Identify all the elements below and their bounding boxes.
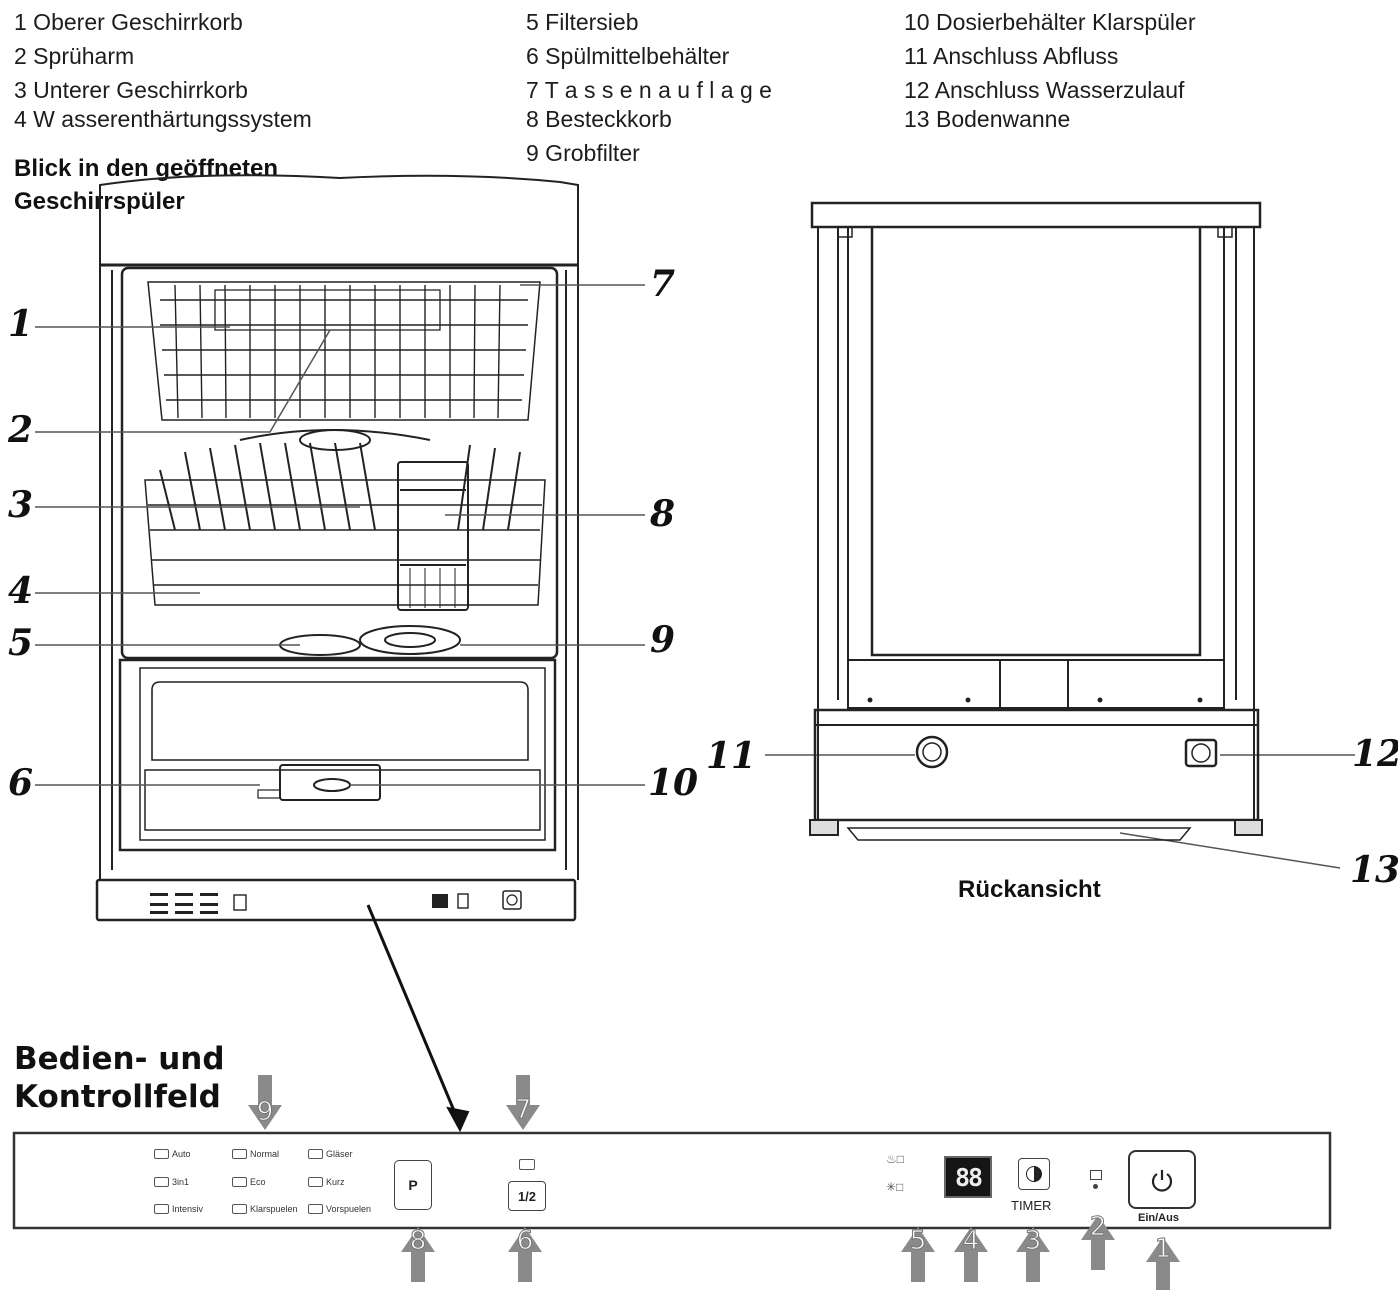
panel-heading-line1: Bedien- und: [14, 1041, 225, 1077]
pointer-arrow-line: [366, 904, 462, 1126]
callout-10: 10: [648, 762, 699, 804]
rear-view-caption: Rückansicht: [958, 876, 1101, 903]
led-3in1: [154, 1177, 169, 1187]
program-normal[interactable]: Normal: [232, 1149, 279, 1159]
power-label: Ein/Aus: [1138, 1212, 1179, 1224]
timer-icon: [1026, 1166, 1042, 1182]
legend-item-3: 3 Unterer Geschirrkorb: [14, 77, 248, 103]
callout-2: 2: [8, 409, 34, 451]
legend-item-4: 4 W asserenthärtungssystem: [14, 106, 312, 132]
half-load-button[interactable]: 1/2: [508, 1181, 546, 1211]
program-normal-label: Normal: [250, 1149, 280, 1159]
callout-4: 4: [8, 570, 34, 612]
legend-item-12: 12 Anschluss Wasserzulauf: [904, 77, 1185, 103]
timer-button[interactable]: [1018, 1158, 1050, 1190]
program-klarspuelen-label: Klarspuelen: [250, 1204, 298, 1214]
legend-item-8: 8 Besteckkorb: [526, 106, 672, 132]
door-indicator-icon: [1090, 1170, 1102, 1180]
panel-arrow-label-6: 6: [516, 1226, 534, 1257]
power-button[interactable]: [1128, 1150, 1196, 1209]
program-auto[interactable]: Auto: [154, 1149, 191, 1159]
panel-heading: Bedien- und Kontrollfeld: [14, 1040, 225, 1116]
panel-arrow-label-7: 7: [514, 1095, 532, 1126]
callout-11: 11: [706, 735, 757, 777]
panel-heading-line2: Kontrollfeld: [14, 1079, 221, 1115]
panel-arrow-label-1: 1: [1154, 1234, 1172, 1265]
led-normal: [232, 1149, 247, 1159]
pointer-arrow-head: [446, 1106, 470, 1133]
panel-arrow-label-3: 3: [1024, 1226, 1042, 1257]
program-glaeser-label: Gläser: [326, 1149, 353, 1159]
legend-item-1: 1 Oberer Geschirrkorb: [14, 9, 243, 35]
control-panel-frame: [12, 1131, 1332, 1230]
program-klarspuelen[interactable]: Klarspuelen: [232, 1204, 298, 1214]
panel-arrow-label-2: 2: [1089, 1212, 1107, 1243]
program-intensiv[interactable]: Intensiv: [154, 1204, 203, 1214]
legend-item-6: 6 Spülmittelbehälter: [526, 43, 730, 69]
door-indicator-dot: [1093, 1184, 1098, 1189]
power-icon: [1151, 1169, 1173, 1192]
legend-item-9: 9 Grobfilter: [526, 140, 640, 166]
led-auto: [154, 1149, 169, 1159]
callout-5: 5: [8, 622, 34, 664]
dishwasher-open-illustration: [95, 174, 579, 922]
panel-arrow-label-9: 9: [256, 1097, 274, 1128]
panel-arrow-label-5: 5: [909, 1226, 927, 1257]
callout-12: 12: [1352, 733, 1398, 775]
program-auto-label: Auto: [172, 1149, 191, 1159]
led-intensiv: [154, 1204, 169, 1214]
leader-lines: [35, 284, 1355, 869]
legend-item-2: 2 Sprüharm: [14, 43, 135, 69]
legend-item-5: 5 Filtersieb: [526, 9, 639, 35]
panel-arrow-label-4: 4: [962, 1226, 980, 1257]
callout-13: 13: [1350, 849, 1398, 891]
legend-item-13: 13 Bodenwanne: [904, 106, 1071, 132]
program-vorspuelen[interactable]: Vorspuelen: [308, 1204, 371, 1214]
callout-6: 6: [8, 762, 34, 804]
panel-arrow-label-8: 8: [409, 1226, 427, 1257]
salt-indicator-icon: ♨□: [886, 1152, 905, 1166]
program-eco-label: Eco: [250, 1177, 266, 1187]
callout-1: 1: [8, 303, 34, 345]
digital-display: 88: [944, 1156, 992, 1198]
open-view-heading: Blick in den geöffneten Geschirrspüler: [14, 152, 278, 218]
program-glaeser[interactable]: Gläser: [308, 1149, 353, 1159]
half-load-led: [519, 1159, 535, 1170]
rinse-aid-indicator-icon: ✳□: [886, 1180, 904, 1194]
timer-label: TIMER: [1011, 1198, 1052, 1213]
program-vorspuelen-label: Vorspuelen: [326, 1204, 372, 1214]
led-klarspuelen: [232, 1204, 247, 1214]
legend-item-10: 10 Dosierbehälter Klarspüler: [904, 9, 1196, 35]
callout-3: 3: [8, 484, 34, 526]
program-intensiv-label: Intensiv: [172, 1204, 204, 1214]
legend-item-11: 11 Anschluss Abfluss: [904, 43, 1119, 69]
callout-9: 9: [650, 619, 676, 661]
callout-7: 7: [650, 263, 676, 305]
callout-8: 8: [650, 493, 676, 535]
led-vorspuelen: [308, 1204, 323, 1214]
program-eco[interactable]: Eco: [232, 1177, 266, 1187]
dishwasher-rear-illustration: [809, 201, 1263, 841]
led-glaeser: [308, 1149, 323, 1159]
program-kurz[interactable]: Kurz: [308, 1177, 345, 1187]
legend-item-7: 7 T a s s e n a u f l a g e: [526, 77, 772, 103]
program-button[interactable]: P: [394, 1160, 432, 1210]
program-3in1[interactable]: 3in1: [154, 1177, 189, 1187]
program-3in1-label: 3in1: [172, 1177, 190, 1187]
led-eco: [232, 1177, 247, 1187]
led-kurz: [308, 1177, 323, 1187]
program-kurz-label: Kurz: [326, 1177, 345, 1187]
open-view-heading-line1: Blick in den geöffneten: [14, 155, 279, 182]
